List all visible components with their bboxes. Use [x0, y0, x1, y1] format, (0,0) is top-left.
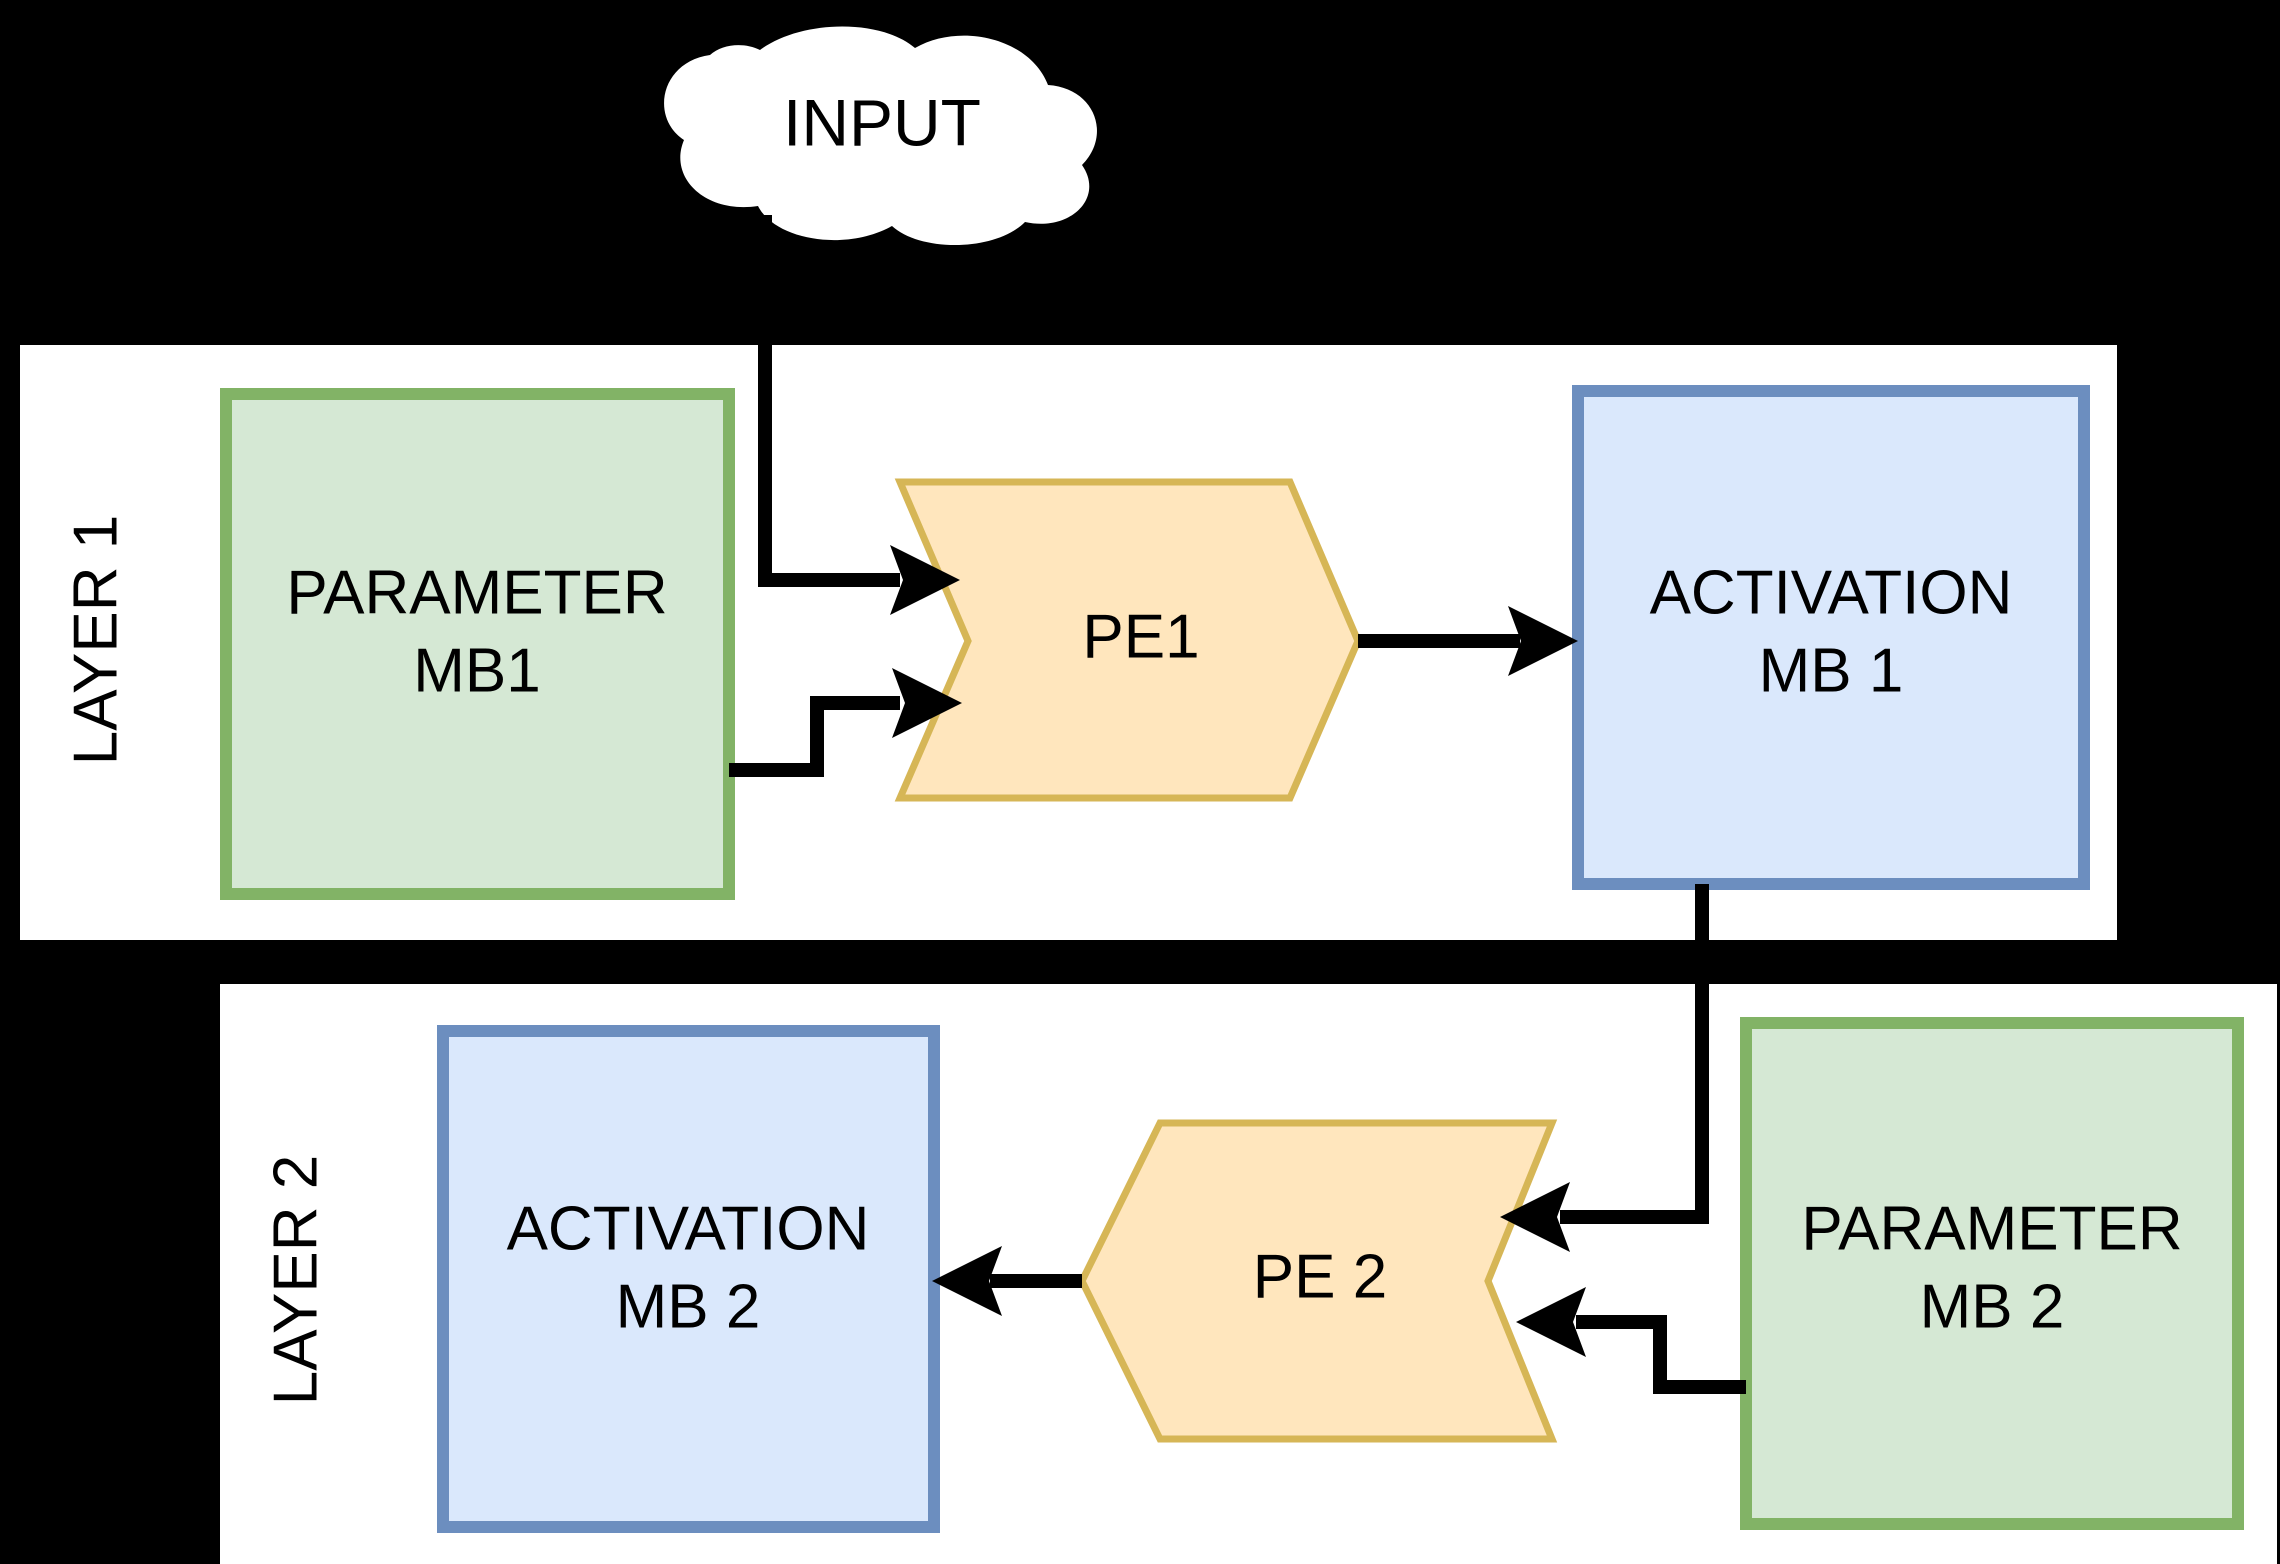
parameter-memory-block-1-line2: MB1 [413, 636, 540, 705]
edge-param-mb1-to-pe1 [729, 668, 962, 777]
edge-pe2-to-activation-mb2-arrowhead [932, 1246, 1002, 1316]
parameter-memory-block-2[interactable]: PARAMETER MB 2 [1740, 1017, 2244, 1530]
processing-element-1[interactable]: PE1 [894, 478, 1362, 802]
edge-input-to-pe1-line [758, 215, 900, 587]
cloud-icon [664, 26, 1097, 246]
edge-pe1-to-activation-mb1 [1358, 606, 1578, 676]
activation-memory-block-2-rect [437, 1025, 940, 1533]
activation-memory-block-1[interactable]: ACTIVATION MB 1 [1572, 385, 2090, 890]
edge-param-mb1-to-pe1-line [729, 696, 900, 777]
edge-param-mb1-to-pe1-arrowhead [892, 668, 962, 738]
activation-memory-block-2[interactable]: ACTIVATION MB 2 [437, 1025, 940, 1533]
edge-activation-mb1-to-pe2 [1500, 884, 1709, 1252]
processing-element-2-label: PE 2 [1253, 1242, 1387, 1311]
edge-pe1-to-activation-mb1-arrowhead [1508, 606, 1578, 676]
parameter-memory-block-2-rect [1740, 1017, 2244, 1530]
parameter-memory-block-1-line1: PARAMETER [286, 558, 667, 627]
activation-memory-block-1-line1: ACTIVATION [1650, 558, 2013, 627]
edge-param-mb2-to-pe2-arrowhead [1516, 1287, 1586, 1357]
edge-pe2-to-activation-mb2 [932, 1246, 1082, 1316]
parameter-memory-block-2-line1: PARAMETER [1801, 1194, 2182, 1263]
activation-memory-block-2-line1: ACTIVATION [507, 1194, 870, 1263]
input-cloud[interactable]: INPUT [664, 26, 1097, 246]
parameter-memory-block-1-rect [220, 388, 735, 900]
activation-memory-block-2-line2: MB 2 [616, 1272, 761, 1341]
activation-memory-block-1-rect [1572, 385, 2090, 890]
processing-element-1-label: PE1 [1082, 602, 1199, 671]
processing-element-2[interactable]: PE 2 [1078, 1119, 1558, 1443]
activation-memory-block-1-line2: MB 1 [1759, 636, 1904, 705]
edge-input-to-pe1-arrowhead [890, 545, 960, 615]
edge-param-mb2-to-pe2 [1516, 1287, 1746, 1394]
parameter-memory-block-1[interactable]: PARAMETER MB1 [220, 388, 735, 900]
input-cloud-label: INPUT [783, 85, 981, 159]
processing-element-1-shape [894, 478, 1362, 802]
edge-param-mb2-to-pe2-line [1576, 1315, 1746, 1394]
edge-input-to-pe1 [758, 215, 960, 615]
layer-2-title: LAYER 2 [261, 1155, 330, 1405]
edge-activation-mb1-to-pe2-arrowhead [1500, 1182, 1570, 1252]
edge-activation-mb1-to-pe2-line [1560, 884, 1709, 1224]
parameter-memory-block-2-line2: MB 2 [1920, 1272, 2065, 1341]
layer-1-title: LAYER 1 [61, 515, 130, 765]
